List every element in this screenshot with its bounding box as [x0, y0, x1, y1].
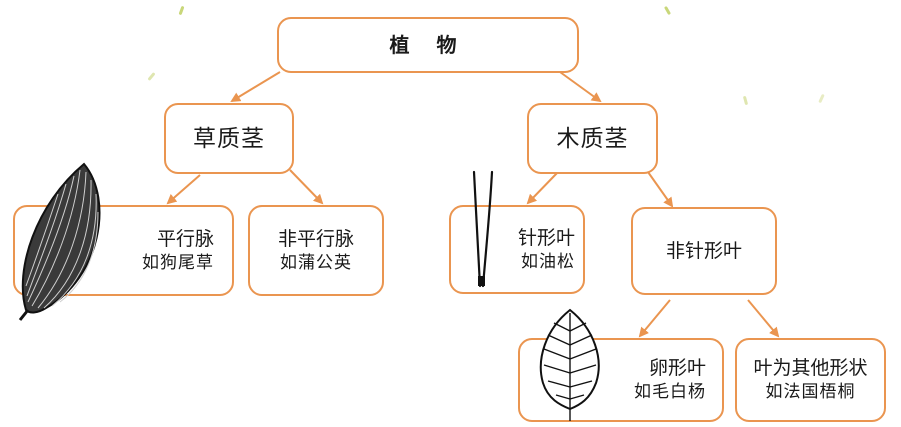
arrow-nonneedle-other [747, 299, 780, 338]
node-label: 草质茎 [193, 125, 265, 152]
node-herbaceous-stem: 草质茎 [164, 103, 294, 174]
poplar-leaf-icon [539, 308, 600, 421]
arrow-root-woody [559, 71, 602, 103]
arrow-root-herbaceous [230, 71, 281, 103]
node-label: 非针形叶 [665, 240, 742, 262]
arrow-nonneedle-ovate [638, 299, 671, 338]
arrow-herbaceous-parallel [166, 174, 201, 205]
node-example: 如油松 [521, 251, 575, 272]
grass-leaf-icon [18, 162, 101, 321]
node-label: 平行脉 [156, 227, 214, 250]
arrow-herbaceous-nonparallel [289, 169, 324, 205]
node-label: 非平行脉 [277, 227, 354, 250]
node-other-shape-leaf: 叶为其他形状 如法国梧桐 [735, 338, 886, 422]
node-needle-leaf: 针形叶 如油松 [449, 205, 585, 294]
node-label: 针形叶 [517, 226, 575, 249]
node-label: 叶为其他形状 [753, 357, 868, 379]
node-label: 卵形叶 [648, 357, 706, 379]
arrow-woody-nonneedle [647, 171, 674, 208]
node-non-needle-leaf: 非针形叶 [631, 207, 777, 295]
arrow-woody-needle [526, 171, 559, 205]
node-non-parallel-vein: 非平行脉 如蒲公英 [248, 205, 384, 296]
node-label: 木质茎 [556, 125, 629, 152]
node-example: 如蒲公英 [280, 252, 352, 273]
node-example: 如狗尾草 [142, 252, 214, 273]
node-example: 如毛白杨 [634, 382, 706, 402]
node-label: 植 物 [389, 33, 467, 57]
node-plant: 植 物 [277, 17, 579, 73]
node-woody-stem: 木质茎 [527, 103, 658, 174]
pine-needle-icon [472, 170, 494, 288]
node-example: 如法国梧桐 [765, 382, 856, 402]
